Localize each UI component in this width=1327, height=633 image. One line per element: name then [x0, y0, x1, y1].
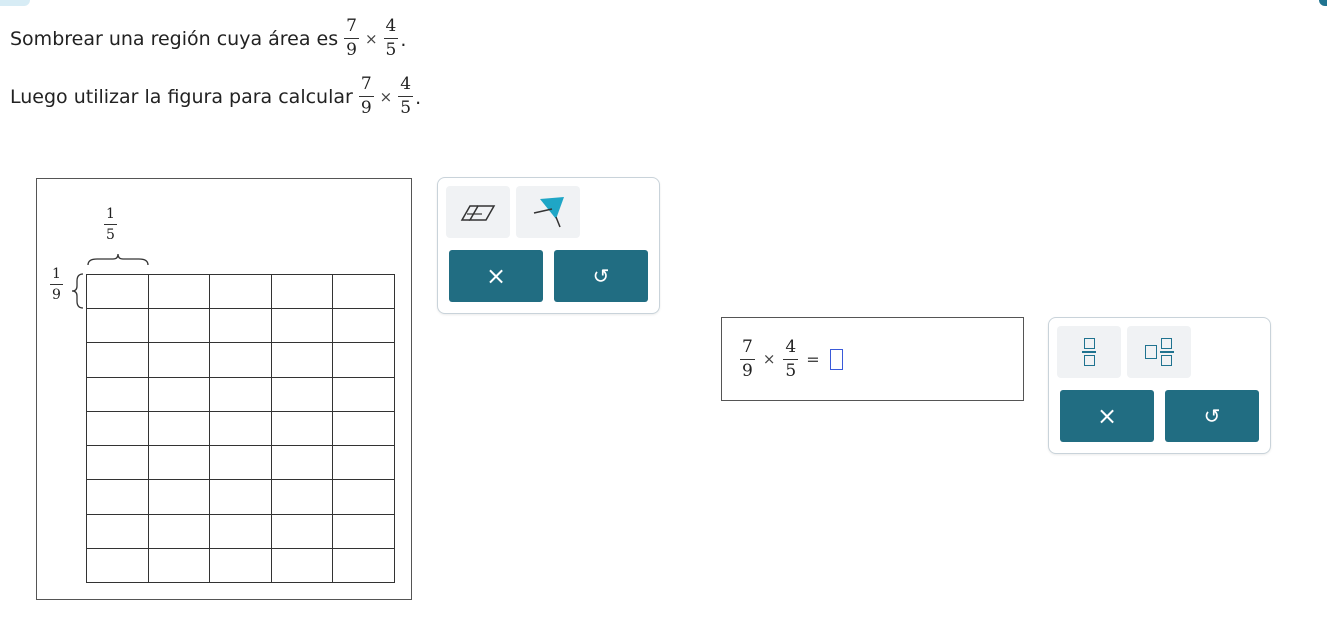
grid-cell[interactable]: [87, 411, 149, 447]
grid-cell[interactable]: [333, 275, 395, 310]
grid-cell[interactable]: [271, 343, 334, 378]
undo-icon: ↺: [1203, 404, 1221, 428]
clear-icon: ×: [485, 262, 507, 290]
grid-cell[interactable]: [148, 480, 211, 515]
shading-figure: 1 5 1 9: [36, 178, 412, 600]
shade-tools-panel: × ↺: [437, 177, 660, 314]
grid-cell[interactable]: [271, 377, 334, 412]
grid-cell[interactable]: [87, 343, 149, 378]
grid-cell[interactable]: [210, 377, 272, 412]
grid-cell[interactable]: [210, 275, 272, 310]
grid-cell[interactable]: [210, 309, 272, 344]
clear-answer-button[interactable]: ×: [1060, 390, 1154, 442]
undo-answer-button[interactable]: ↺: [1165, 390, 1259, 442]
mixed-number-template-button[interactable]: [1127, 326, 1191, 378]
undo-icon: ↺: [592, 264, 610, 288]
grid-cell[interactable]: [210, 480, 272, 515]
grid-cell[interactable]: [210, 411, 272, 447]
answer-input[interactable]: [829, 348, 843, 370]
grid-cell[interactable]: [271, 411, 334, 447]
grid-cell[interactable]: [333, 514, 395, 549]
fill-tool-button[interactable]: [516, 186, 580, 238]
prompt-1-period: .: [400, 29, 407, 51]
grid-cell[interactable]: [148, 548, 211, 583]
grid-cell[interactable]: [271, 446, 334, 481]
grid-cell[interactable]: [210, 343, 272, 378]
answer-equals: =: [806, 349, 820, 369]
grid-cell[interactable]: [87, 275, 149, 310]
grid-cell[interactable]: [87, 446, 149, 481]
prompt-1-fraction-a: 7 9: [344, 16, 359, 60]
clear-icon: ×: [1096, 402, 1118, 430]
grid-cell[interactable]: [148, 275, 211, 310]
grid-cell[interactable]: [148, 411, 211, 447]
prompt-text-2: Luego utilizar la figura para calcular: [10, 85, 353, 108]
area-grid: [86, 274, 395, 583]
grid-cell[interactable]: [87, 548, 149, 583]
prompt-2-times: ×: [379, 87, 393, 106]
grid-cell[interactable]: [271, 275, 334, 310]
grid-cell[interactable]: [333, 343, 395, 378]
prompt-line-1: Sombrear una región cuya área es 7 9 × 4…: [10, 18, 406, 59]
prompt-2-fraction-a: 7 9: [358, 74, 374, 118]
prompt-1-fraction-b: 4 5: [383, 16, 399, 60]
top-right-tab-decoration: [1319, 0, 1327, 6]
grid-cell[interactable]: [87, 309, 149, 344]
answer-fraction-b: 4 5: [783, 336, 799, 381]
grid-cell[interactable]: [271, 548, 334, 583]
eraser-tool-button[interactable]: [446, 186, 510, 238]
grid-cell[interactable]: [210, 446, 272, 481]
prompt-1-times: ×: [364, 29, 378, 48]
top-left-tab-decoration: [0, 0, 30, 6]
answer-box: 7 9 × 4 5 =: [721, 317, 1024, 401]
math-tools-panel: × ↺: [1048, 317, 1271, 454]
grid-cell[interactable]: [87, 514, 149, 549]
clear-shading-button[interactable]: ×: [449, 250, 543, 302]
prompt-line-2: Luego utilizar la figura para calcular 7…: [10, 76, 421, 117]
prompt-text-1: Sombrear una región cuya área es: [10, 27, 339, 50]
grid-cell[interactable]: [148, 514, 211, 549]
grid-cell[interactable]: [148, 377, 211, 412]
grid-cell[interactable]: [210, 548, 272, 583]
answer-times: ×: [762, 350, 776, 368]
grid-cell[interactable]: [271, 514, 334, 549]
undo-shading-button[interactable]: ↺: [554, 250, 648, 302]
grid-cell[interactable]: [271, 309, 334, 344]
paint-fill-icon: [533, 197, 564, 228]
top-brace: [87, 253, 149, 266]
grid-cell[interactable]: [333, 411, 395, 447]
prompt-2-period: .: [415, 87, 422, 109]
grid-cell[interactable]: [148, 343, 211, 378]
grid-cell[interactable]: [271, 480, 334, 515]
eraser-icon: [460, 205, 496, 221]
grid-cell[interactable]: [87, 377, 149, 412]
row-height-label: 1 9: [50, 266, 63, 303]
grid-cell[interactable]: [148, 446, 211, 481]
left-brace: [71, 273, 84, 309]
grid-cell[interactable]: [333, 480, 395, 515]
grid-cell[interactable]: [87, 480, 149, 515]
grid-cell[interactable]: [333, 309, 395, 344]
answer-fraction-a: 7 9: [740, 336, 755, 381]
fraction-template-icon: [1082, 338, 1096, 366]
grid-cell[interactable]: [148, 309, 211, 344]
prompt-2-fraction-b: 4 5: [398, 74, 414, 118]
grid-cell[interactable]: [333, 446, 395, 481]
grid-cell[interactable]: [333, 377, 395, 412]
grid-cell[interactable]: [333, 548, 395, 583]
fraction-template-button[interactable]: [1057, 326, 1121, 378]
mixed-number-template-icon: [1144, 338, 1174, 366]
column-width-label: 1 5: [104, 206, 117, 243]
grid-cell[interactable]: [210, 514, 272, 549]
